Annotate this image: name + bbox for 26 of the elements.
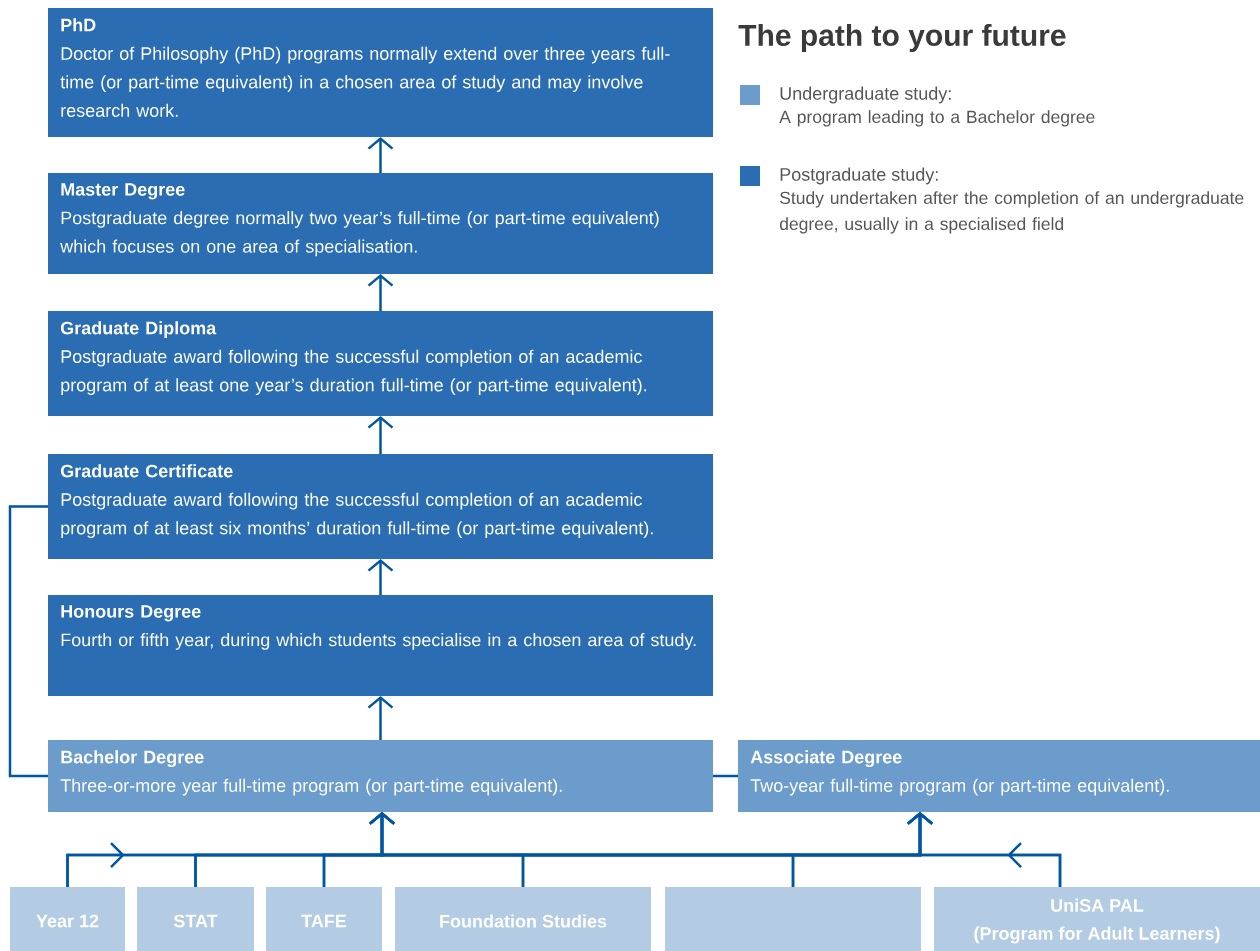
legend-label: Postgraduate study: <box>780 167 938 185</box>
arrow <box>907 812 1062 889</box>
pathway-box <box>665 887 921 951</box>
pathway-box: UniSA PAL (Program for Adult Learners) <box>934 887 1260 951</box>
degree-box: PhD Doctor of Philosophy (PhD) programs normally extend over three years full-time (or part-time equivalent) in a chosen area of study and may involve research work. <box>48 8 713 137</box>
arrow <box>367 274 394 311</box>
arrow <box>367 696 394 740</box>
degree-box: Honours Degree Fourth or fifth year, during which students specialise in a chosen area of study. <box>48 595 713 696</box>
degree-box: Bachelor Degree Three-or-more year full-time program (or part-time equivalent). <box>48 740 713 812</box>
connector-line <box>713 774 738 778</box>
arrow <box>367 137 394 173</box>
legend-description: A program leading to a Bachelor degree <box>779 110 1095 127</box>
connector-line <box>8 505 48 778</box>
legend-description: Study undertaken after the completion of an undergraduate degree, usually in a specialised field <box>779 191 1244 234</box>
pathway-box: Foundation Studies <box>395 887 651 951</box>
title: The path to your future <box>738 24 1066 52</box>
arrow <box>367 416 394 454</box>
arrow <box>367 559 394 595</box>
degree-box: Graduate Diploma Postgraduate award following the successful completion of an academic program of at least one year’s duration full-time (or part-time equivalent). <box>48 311 713 416</box>
legend-label: Undergraduate study: <box>780 86 951 104</box>
pathway-box: STAT <box>137 887 254 951</box>
degree-box: Master Degree Postgraduate degree normally two year’s full-time (or part-time equivalent) which focuses on one area of specialisation. <box>48 173 713 274</box>
pathway-box: TAFE <box>266 887 382 951</box>
pathway-box: Year 12 <box>10 887 125 951</box>
degree-box: Graduate Certificate Postgraduate award following the successful completion of an academic program of at least six months’ duration full-time (or part-time equivalent). <box>48 454 713 559</box>
degree-box: Associate Degree Two-year full-time program (or part-time equivalent). <box>738 740 1260 812</box>
